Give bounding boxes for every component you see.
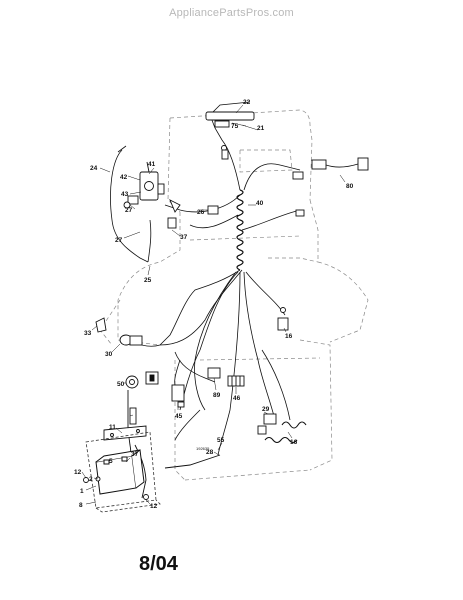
callout-40: 40 [256,200,264,207]
callout-labels: 22 75 21 24 41 42 43 27 40 80 26 27 37 2… [74,99,354,510]
callout-25: 25 [144,277,152,284]
callout-75: 75 [231,123,239,130]
battery-tray [85,431,161,513]
callout-45: 45 [175,413,183,420]
battery [95,449,145,495]
harness-coil-lower [264,421,307,444]
callout-5: 5 [109,458,113,465]
wire-25 [147,219,152,263]
callout-37-upper: 37 [180,234,188,241]
callout-42: 42 [120,174,128,181]
callout-30: 30 [105,351,113,358]
callout-8: 8 [79,502,83,509]
callout-37-lower: 37 [131,451,139,458]
watermark: AppliancePartsPros.com [169,7,294,19]
leader-lines [81,104,346,505]
connector-33 [95,317,107,333]
callout-55: 55 [217,437,225,444]
bracket-11 [103,407,147,441]
plug-30 [119,334,143,346]
callout-33: 33 [84,330,92,337]
callout-89: 89 [213,392,221,399]
callout-43: 43 [121,191,129,198]
callout-1: 1 [80,488,84,495]
figure-code: 192635 [196,446,210,451]
callout-46: 46 [233,395,241,402]
bolts [83,476,149,500]
callout-27-lower: 27 [115,237,123,244]
switch-block [145,371,159,385]
callout-28: 28 [206,449,214,456]
connector-16-right [277,307,289,331]
callout-80: 80 [346,183,354,190]
wire-bundles [132,101,301,456]
callout-16-lower: 16 [290,439,298,446]
callout-21: 21 [257,125,265,132]
callout-27-upper: 27 [125,207,133,214]
part-50 [125,375,139,389]
callout-12-left: 12 [74,469,82,476]
date-code: 8/04 [139,553,178,575]
callout-22: 22 [243,99,251,106]
callout-12-right: 12 [150,503,158,510]
solenoid-assembly [123,161,165,209]
harness-coil [236,189,244,271]
callout-26: 26 [197,209,205,216]
callout-16-right: 16 [285,333,293,340]
callout-2: 2 [89,476,93,483]
switch-26 [167,199,219,229]
callout-24: 24 [90,165,98,172]
wire-24 [110,145,149,263]
connectors-89-46 [207,367,245,387]
callout-11: 11 [109,424,116,431]
callout-29: 29 [262,406,270,413]
connector-80 [292,157,369,217]
relay-29 [257,413,277,435]
module-45 [171,384,185,408]
top-connector-bracket [205,111,255,160]
callout-41: 41 [148,161,156,168]
callout-50: 50 [117,381,125,388]
